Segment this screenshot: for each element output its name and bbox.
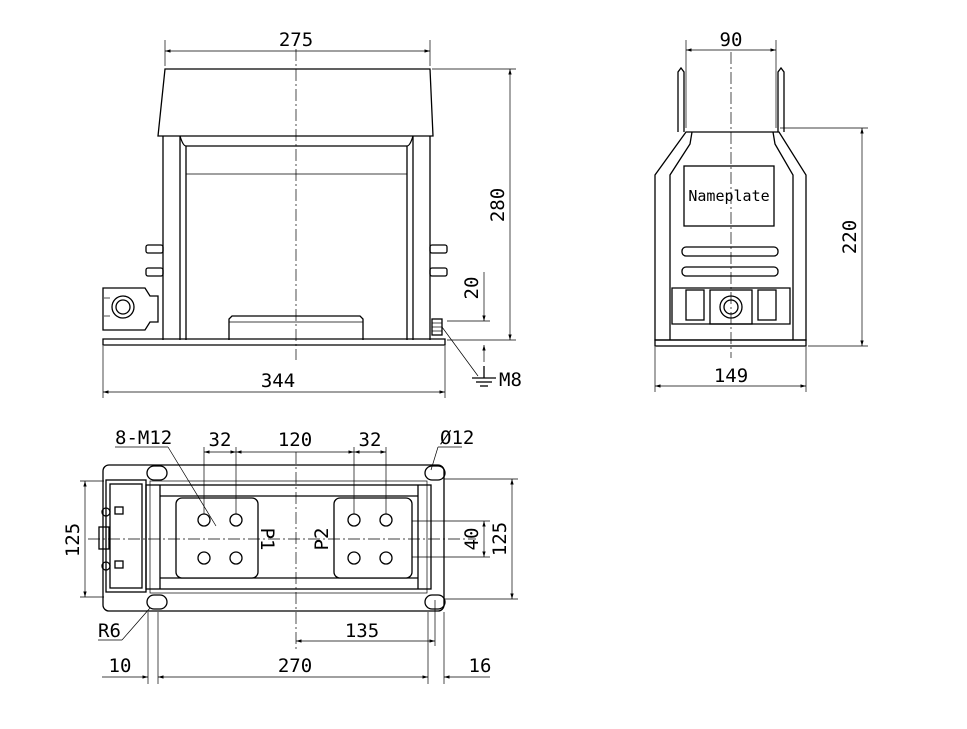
front-base-plate [102, 338, 446, 346]
dim-pitch-right: 32 [359, 429, 382, 451]
side-base-plate [654, 339, 807, 347]
dim-side-width-top: 90 [720, 29, 743, 51]
dim-margin-left: 10 [109, 655, 132, 677]
front-secondary-gland [111, 295, 135, 319]
plan-base-outline [102, 464, 445, 612]
dim-front-width-top: 275 [279, 29, 313, 51]
dim-front-base-height: 20 [461, 277, 483, 300]
label-terminal-p2: P2 [311, 528, 333, 551]
dim-pitch-vertical: 40 [461, 528, 483, 551]
label-radius: R6 [98, 620, 121, 642]
side-slot [681, 246, 779, 257]
dim-pitch-mid: 120 [278, 429, 312, 451]
dim-offset-center: 135 [345, 620, 379, 642]
front-right-wall [406, 136, 431, 340]
plan-secondary-box [105, 479, 147, 593]
label-earth-bolt: M8 [499, 369, 522, 391]
dim-front-width-base: 344 [261, 370, 295, 392]
front-secondary-box [102, 287, 159, 331]
front-inner-top [179, 135, 414, 147]
front-view: 275 280 20 M8 344 [102, 29, 522, 398]
plan-view: P1 P2 32 120 32 8-M12 Ø12 125 [62, 427, 518, 684]
side-secondary-box [671, 287, 791, 325]
dim-side-height: 220 [839, 220, 861, 254]
terminal-p2-plate [333, 497, 413, 579]
label-holes: 8-M12 [115, 427, 172, 449]
dim-plan-height-left: 125 [62, 523, 84, 557]
front-stud [145, 244, 164, 254]
label-terminal-p1: P1 [256, 528, 278, 551]
dim-front-height: 280 [487, 188, 509, 222]
terminal-p1-plate [175, 497, 259, 579]
label-nameplate: Nameplate [688, 187, 769, 205]
side-view: Nameplate 90 220 149 [654, 29, 868, 392]
front-left-wall [162, 136, 187, 340]
dim-mount-length: 270 [278, 655, 312, 677]
dim-plan-height-right: 125 [489, 522, 511, 556]
front-top-cover [157, 68, 434, 137]
dim-pitch-left: 32 [209, 429, 232, 451]
dim-margin-right: 16 [469, 655, 492, 677]
side-fin-right [777, 66, 785, 132]
side-fin-left [677, 66, 685, 132]
label-hole-dia: Ø12 [440, 427, 474, 449]
nameplate-box [683, 165, 775, 227]
dim-side-width-base: 149 [714, 365, 748, 387]
mounting-hole [146, 465, 168, 481]
